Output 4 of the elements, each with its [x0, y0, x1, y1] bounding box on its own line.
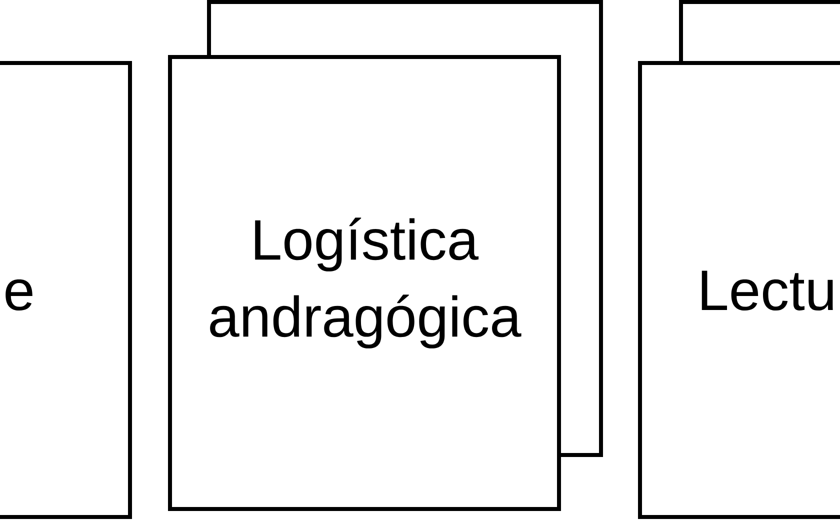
- text-box: Lectu: [638, 61, 840, 519]
- text-box: e: [0, 61, 132, 519]
- stacked-box: [679, 0, 840, 63]
- text-box: Logística andragógica: [168, 55, 561, 511]
